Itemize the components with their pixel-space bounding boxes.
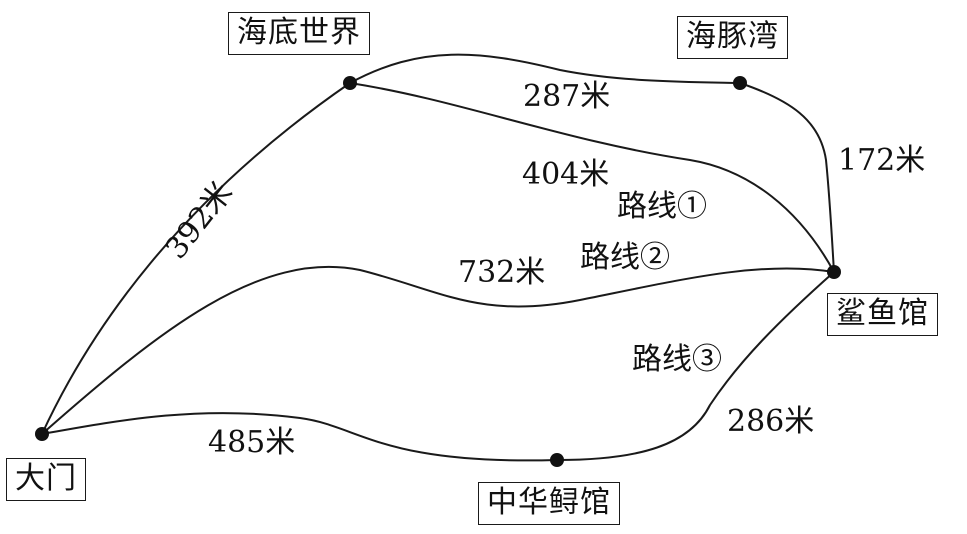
path-dolphin-shark xyxy=(739,82,835,273)
node-sturgeon-hall xyxy=(550,453,564,467)
path-gate-sturgeon xyxy=(41,412,558,462)
node-gate xyxy=(35,427,49,441)
node-dolphin-bay xyxy=(733,76,747,90)
distance-dolphin-shark: 172米 xyxy=(838,143,926,178)
distance-gate-sturgeon: 485米 xyxy=(208,425,296,460)
place-gate: 大门 xyxy=(6,458,86,501)
distance-seaworld-shark: 404米 xyxy=(522,157,610,192)
place-seaworld: 海底世界 xyxy=(228,12,370,55)
path-gate-shark xyxy=(41,265,835,435)
path-sturgeon-shark xyxy=(556,271,835,461)
place-shark-hall: 鲨鱼馆 xyxy=(827,293,938,336)
node-shark-hall xyxy=(827,265,841,279)
distance-gate-shark: 732米 xyxy=(458,255,546,290)
route-3-label: 路线③ xyxy=(632,342,722,377)
path-gate-seaworld xyxy=(41,82,351,435)
route-1-label: 路线① xyxy=(617,189,707,224)
node-seaworld xyxy=(343,76,357,90)
route-2-label: 路线② xyxy=(580,240,670,275)
place-dolphin-bay: 海豚湾 xyxy=(677,16,788,59)
distance-sturgeon-shark: 286米 xyxy=(727,404,815,439)
place-sturgeon-hall: 中华鲟馆 xyxy=(478,482,620,525)
path-seaworld-shark xyxy=(349,82,835,273)
path-seaworld-dolphin xyxy=(349,53,741,84)
distance-seaworld-dolphin: 287米 xyxy=(523,79,611,114)
